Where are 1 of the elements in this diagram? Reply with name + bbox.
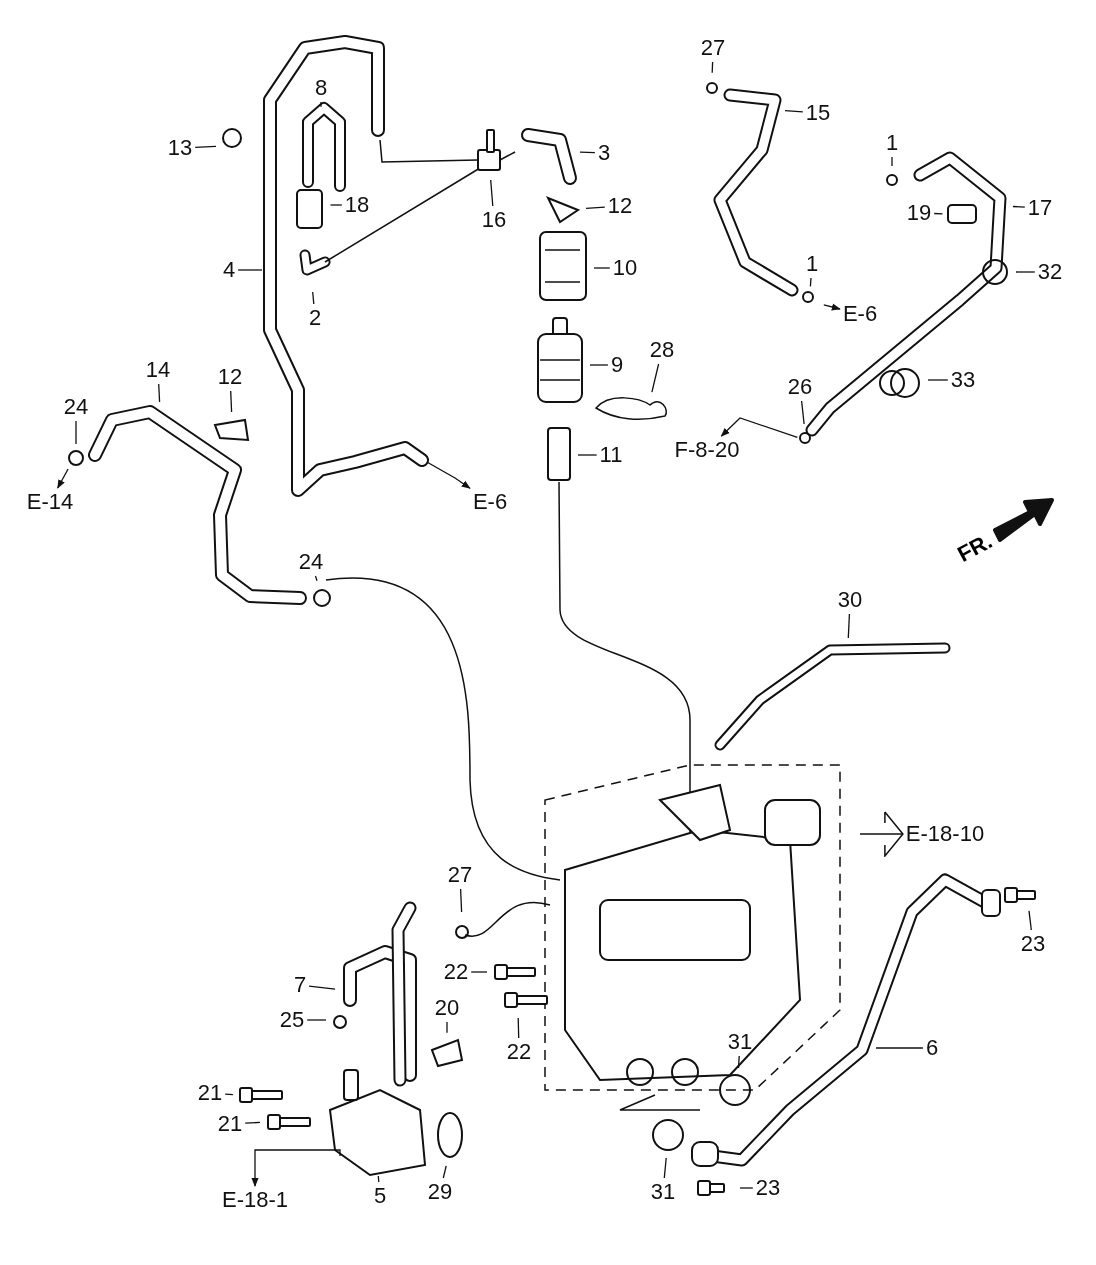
direction-label: FR. [953, 528, 997, 568]
